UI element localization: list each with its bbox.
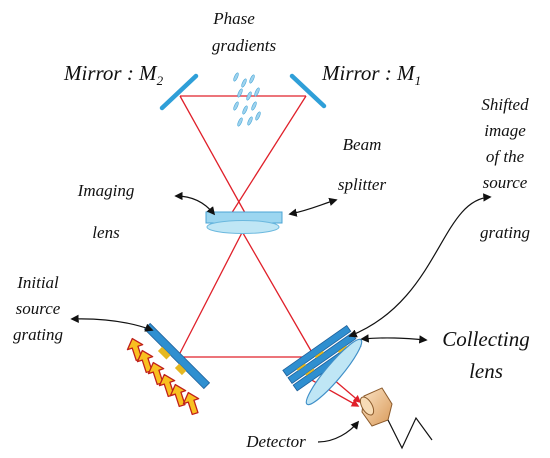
label-shifted-line3: of the bbox=[486, 147, 525, 166]
beam-mirror2-to-splitter bbox=[179, 95, 250, 221]
label-imaging-line1: Imaging bbox=[77, 181, 135, 200]
label-detector: Detector bbox=[245, 432, 306, 451]
arrow-beam-splitter bbox=[288, 197, 338, 217]
beam-splitter-to-image bbox=[235, 220, 315, 357]
imaging-lens bbox=[206, 220, 280, 234]
mirror-m1 bbox=[289, 73, 327, 109]
arrow-shifted-image bbox=[348, 193, 492, 338]
label-initial-line3: grating bbox=[13, 325, 63, 344]
detector bbox=[359, 387, 393, 427]
label-initial-line2: source bbox=[16, 299, 61, 318]
label-mirror-m2: Mirror : M2 bbox=[63, 61, 164, 88]
label-imaging-line2: lens bbox=[92, 223, 120, 242]
illumination-arrows bbox=[126, 337, 200, 416]
label-shifted-line1: Shifted bbox=[481, 95, 529, 114]
label-phase-line2: gradients bbox=[212, 36, 277, 55]
label-beam-line1: Beam bbox=[343, 135, 382, 154]
arrow-collecting-lens bbox=[360, 334, 428, 344]
label-initial-line1: Initial bbox=[16, 273, 59, 292]
initial-source-grating bbox=[143, 322, 211, 390]
label-shifted-line5: grating bbox=[480, 223, 530, 242]
label-collecting-line2: lens bbox=[469, 359, 503, 383]
beam-paths bbox=[177, 95, 362, 407]
beam-mirror1-to-splitter bbox=[225, 95, 307, 223]
phase-gradient-droplets bbox=[233, 72, 261, 127]
label-phase-line1: Phase bbox=[212, 9, 255, 28]
label-mirror-m1: Mirror : M1 bbox=[321, 61, 421, 88]
annotation-arrows bbox=[70, 191, 492, 443]
arrow-imaging-lens bbox=[174, 191, 216, 216]
arrow-initial-source bbox=[70, 314, 154, 332]
beam-splitter-to-source bbox=[177, 220, 249, 358]
label-shifted-line2: image bbox=[484, 121, 526, 140]
label-collecting-line1: Collecting bbox=[442, 327, 530, 351]
label-shifted-line4: source bbox=[483, 173, 528, 192]
label-beam-line2: splitter bbox=[338, 175, 387, 194]
arrow-detector bbox=[317, 420, 360, 443]
mirror-m2 bbox=[159, 73, 199, 111]
detector-signal-wire bbox=[387, 416, 433, 450]
